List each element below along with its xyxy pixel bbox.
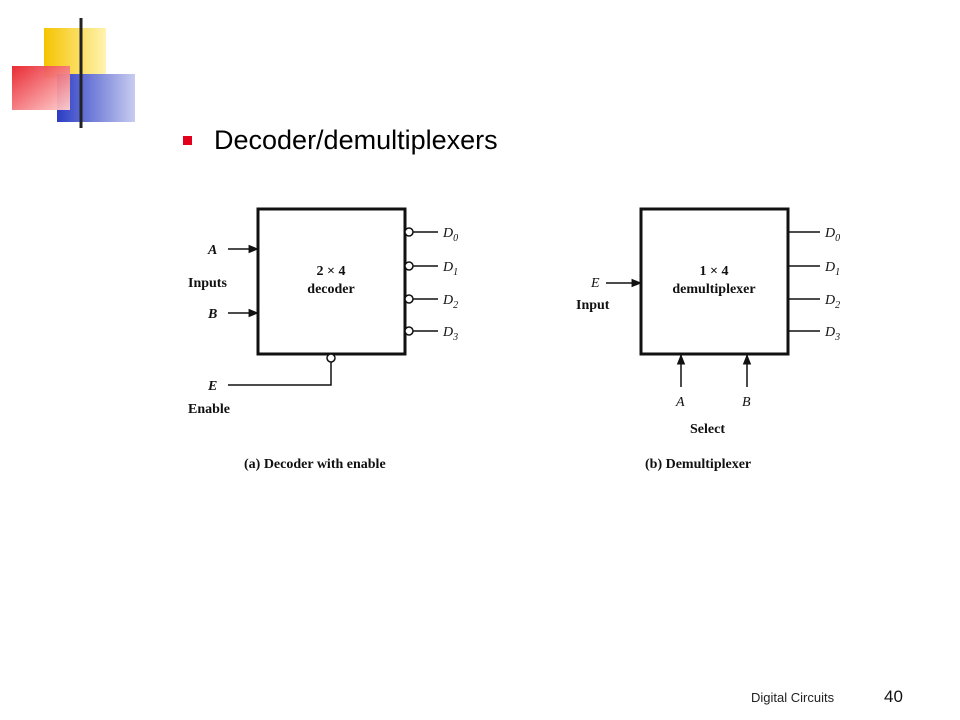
page-number: 40 [884,687,903,706]
decoder-output-1: D1 [404,260,458,278]
demux-select-b: B [742,395,751,410]
decoder-input-a: A [207,243,217,258]
slide-title: Decoder/demultiplexers [214,124,498,155]
decoder-output-0: D0 [404,226,458,244]
logo-red-square [12,66,70,110]
demux-output-0: D0 [788,226,840,244]
decoder-output-3: D3 [404,325,458,343]
svg-text:D0: D0 [824,226,840,244]
demux-box-line1: 1 × 4 [700,264,729,279]
bullet-icon [183,135,192,145]
decoder-enable-line [228,362,332,386]
svg-text:D2: D2 [824,293,840,311]
demux-output-1: D1 [788,260,840,278]
demux-box-line2: demultiplexer [672,282,755,297]
slide-logo [12,18,960,128]
svg-text:D3: D3 [824,325,840,343]
demux-select-a: A [675,395,685,410]
svg-text:D2: D2 [442,293,458,311]
svg-text:D1: D1 [442,260,458,278]
demux-caption: (b) Demultiplexer [645,457,751,472]
decoder-box-line1: 2 × 4 [317,264,346,279]
demux-output-3: D3 [788,325,840,343]
decoder-output-2: D2 [404,293,458,311]
decoder-enable-var: E [207,379,217,394]
decoder-caption: (a) Decoder with enable [244,457,386,472]
demux-input-label: Input [576,298,610,313]
svg-text:D1: D1 [824,260,840,278]
svg-text:D3: D3 [442,325,458,343]
decoder-input-b: B [207,307,217,322]
footer-label: Digital Circuits [751,690,835,705]
decoder-box-line2: decoder [307,282,354,297]
decoder-diagram: 2 × 4 decoder A Inputs B E Enable D0 D1 … [188,207,458,472]
demux-input-var: E [590,276,600,291]
decoder-enable-label: Enable [188,402,230,417]
decoder-inputs-label: Inputs [188,276,227,291]
svg-text:D0: D0 [442,226,458,244]
bullet-item: Decoder/demultiplexers [183,120,498,160]
demux-diagram: 1 × 4 demultiplexer E Input A B Select D… [576,207,840,472]
decoder-enable-bubble [326,353,336,363]
demux-output-2: D2 [788,293,840,311]
demux-select-label: Select [690,422,725,437]
decoder-demux-diagram: 2 × 4 decoder A Inputs B E Enable D0 D1 … [188,207,840,472]
